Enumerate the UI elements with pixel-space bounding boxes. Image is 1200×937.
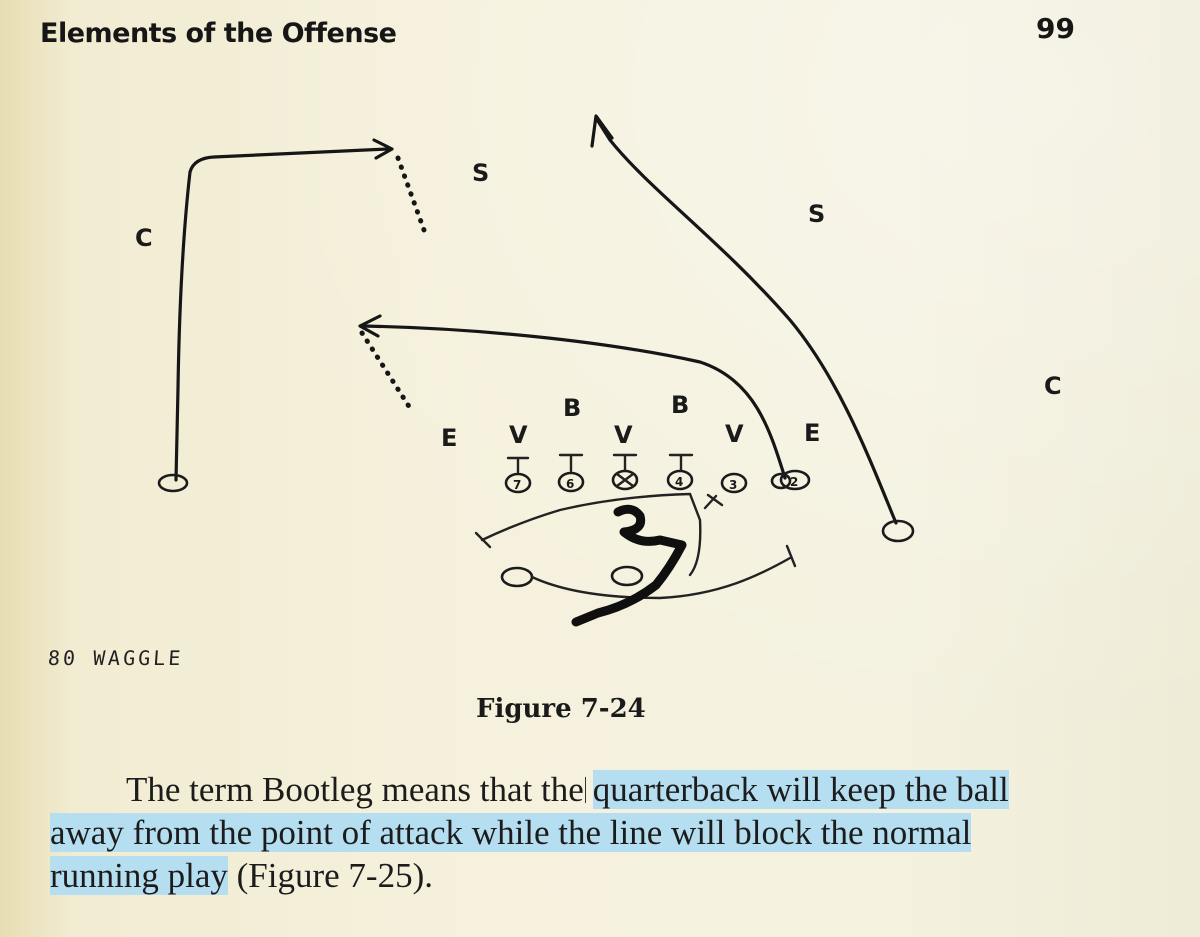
defender-end-right: E [804, 419, 820, 447]
defender-safety-left: S [472, 159, 489, 187]
route-block-right [785, 544, 797, 568]
defender-tackle-left: V [509, 421, 528, 449]
player-fullback [500, 566, 534, 588]
route-crossing [360, 324, 787, 480]
lineman-6 [557, 471, 585, 493]
jersey-number: 4 [675, 475, 683, 489]
arrow-head-icon [372, 138, 394, 160]
defender-tackle-right: V [725, 420, 744, 448]
defender-backer-right: B [671, 391, 689, 419]
defender-corner-right: C [1044, 372, 1062, 400]
offensive-line: 7 6 4 3 2 [504, 469, 811, 494]
text-selection[interactable]: running play [50, 856, 228, 895]
lineman-3 [720, 472, 748, 494]
center-x-icon [615, 472, 635, 488]
route-block-left [474, 531, 492, 549]
player-wingback [881, 519, 915, 543]
route-fullback [530, 556, 792, 600]
figure-caption: Figure 7-24 [476, 694, 646, 724]
route-fake-left [480, 492, 702, 577]
running-head: Elements of the Offense [40, 18, 397, 49]
defender-drop-dots [395, 155, 427, 233]
end-2 [779, 469, 811, 491]
play-name-label: 80 WAGGLE [47, 646, 185, 670]
blocking-marks [506, 453, 724, 510]
paragraph-line-2[interactable]: away from the point of attack while the … [50, 811, 1080, 854]
player-tailback [610, 565, 644, 587]
arrow-head-icon [358, 314, 382, 338]
text-selection[interactable]: away from the point of attack while the … [50, 813, 972, 852]
lineman-4 [666, 469, 694, 491]
route-quarterback [571, 504, 687, 627]
text-plain[interactable]: (Figure 7-25). [227, 856, 433, 895]
defender-backer-left: B [563, 394, 581, 422]
route-deep [594, 116, 898, 525]
jersey-number: 3 [729, 478, 737, 492]
route-left-receiver [174, 147, 390, 482]
text-selection[interactable]: quarterback will keep the ball [592, 770, 1009, 809]
tight-end-2 [770, 472, 792, 490]
text-cursor-icon [584, 777, 592, 803]
jersey-number: 7 [513, 478, 521, 492]
jersey-number: 2 [790, 475, 798, 489]
lineman-7 [504, 472, 532, 494]
page-number: 99 [1036, 12, 1075, 45]
defender-end-left: E [441, 424, 457, 452]
text-plain[interactable]: The term Bootleg means that the [126, 770, 584, 809]
player-split-end [157, 473, 189, 493]
jersey-number: 6 [566, 477, 574, 491]
arrow-head-icon [590, 114, 614, 148]
defender-safety-right: S [808, 200, 825, 228]
defender-corner-left: C [135, 224, 153, 252]
paragraph-line-3[interactable]: running play (Figure 7-25). [50, 854, 1080, 897]
defender-nose: V [614, 421, 633, 449]
defender-drop-dots [359, 330, 413, 411]
